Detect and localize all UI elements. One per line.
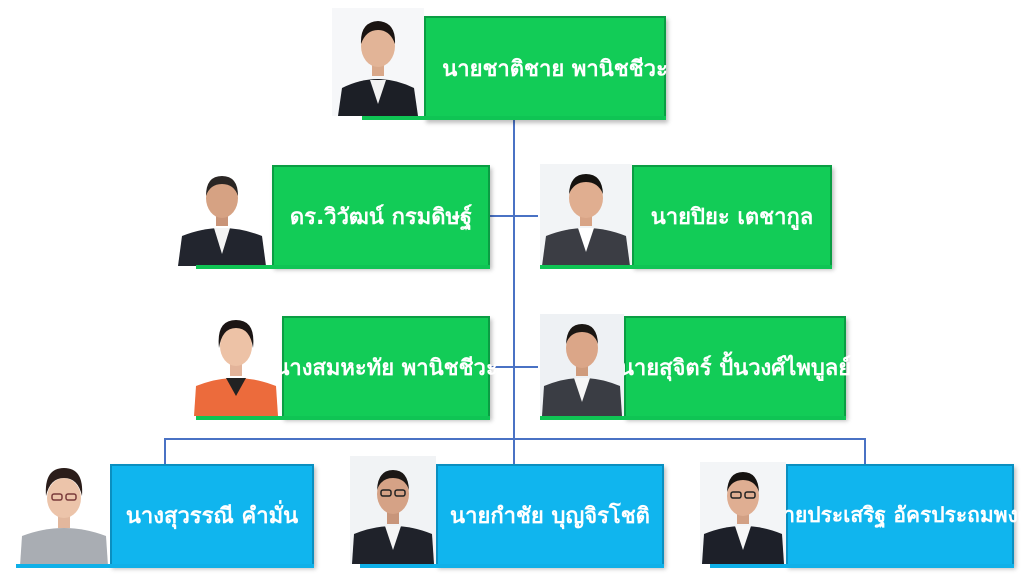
name-label: นายประเสริฐ อัครประถมพงศ์ — [768, 502, 1024, 527]
underline-bar — [196, 416, 490, 420]
name-box: นายกำชัย บุญจิรโชติ — [436, 464, 664, 566]
name-label: นางสมหะทัย พานิชชีวะ — [274, 355, 498, 381]
connector-bottom-center — [513, 438, 515, 464]
person-male-photo-icon — [176, 164, 268, 266]
underline-bar — [360, 564, 664, 568]
name-label: ดร.วิวัฒน์ กรมดิษฐ์ — [289, 204, 473, 230]
person-male-photo-icon — [350, 456, 436, 564]
underline-bar — [196, 265, 490, 269]
connector-left-1 — [490, 215, 514, 217]
underline-bar — [710, 564, 1014, 568]
name-box-top: นายชาติชาย พานิชชีวะ — [424, 16, 668, 120]
name-label: นายปิยะ เตชากูล — [650, 204, 814, 230]
person-male-photo-icon — [540, 164, 632, 266]
underline-bar — [540, 265, 832, 269]
underline-bar — [362, 116, 666, 120]
name-label: นายชาติชาย พานิชชีวะ — [442, 56, 668, 82]
name-box: นายประเสริฐ อัครประถมพงศ์ — [769, 464, 1024, 566]
connector-bottom-horizontal — [164, 438, 866, 440]
person-male-photo-icon — [332, 8, 424, 116]
underline-bar — [540, 416, 846, 420]
person-male-photo-icon — [700, 462, 786, 564]
connector-bottom-left — [164, 438, 166, 464]
connector-main-vertical — [513, 118, 515, 440]
name-box: นางสุวรรณี คำมั่น — [110, 464, 314, 566]
name-label: นายสุจิตร์ ปั้นวงศ์ไพบูลย์ — [618, 355, 852, 381]
connector-bottom-right — [864, 438, 866, 464]
person-female-photo-icon — [18, 458, 110, 566]
name-label: นายกำชัย บุญจิรโชติ — [450, 503, 650, 529]
connector-right-2 — [514, 366, 538, 368]
name-box: นางสมหะทัย พานิชชีวะ — [274, 316, 498, 418]
person-female-photo-icon — [192, 312, 280, 416]
connector-left-2 — [490, 366, 514, 368]
name-box: นายปิยะ เตชากูล — [632, 165, 832, 267]
connector-right-1 — [514, 215, 538, 217]
name-box: ดร.วิวัฒน์ กรมดิษฐ์ — [272, 165, 490, 267]
person-male-photo-icon — [540, 314, 624, 416]
name-label: นางสุวรรณี คำมั่น — [125, 503, 299, 529]
underline-bar — [16, 564, 314, 568]
name-box: นายสุจิตร์ ปั้นวงศ์ไพบูลย์ — [619, 316, 851, 418]
